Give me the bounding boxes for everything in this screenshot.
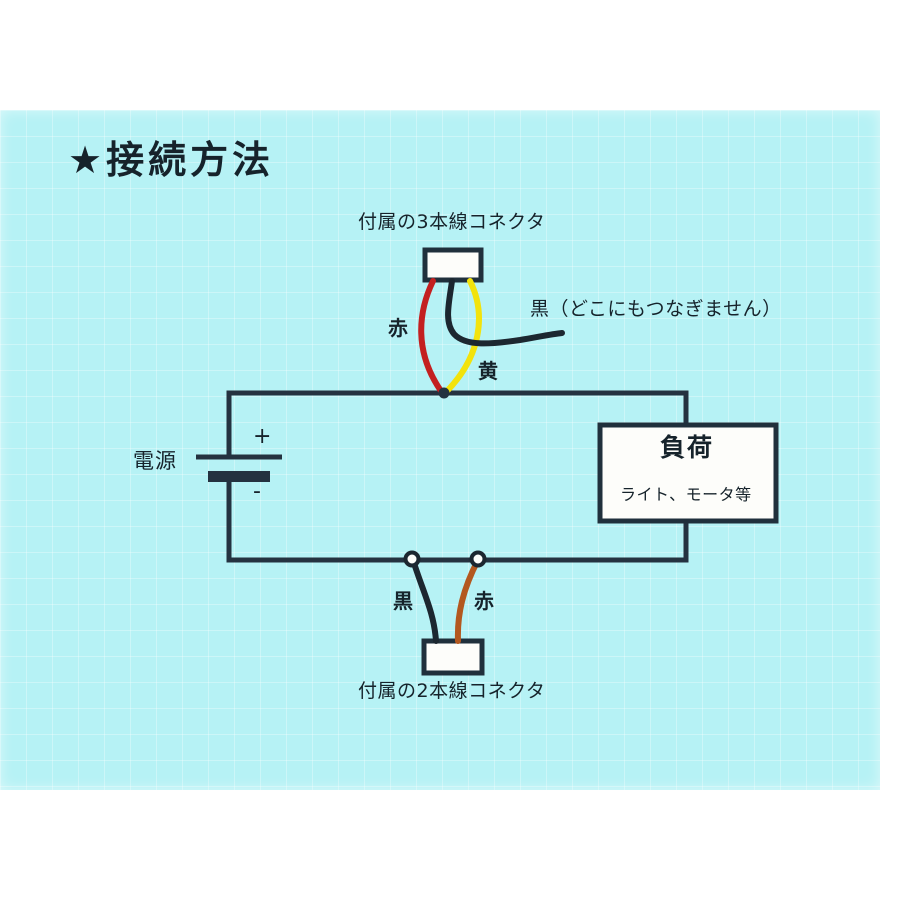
wire-yellow-top: [444, 278, 482, 394]
label-top-connector: 付属の3本線コネクタ: [358, 211, 546, 233]
junction-dot-top: [438, 387, 450, 399]
label-black-unconnected-note: 黒（どこにもつなぎません）: [530, 298, 782, 320]
label-wire-red-top: 赤: [388, 316, 408, 340]
page-title: ★接続方法: [68, 138, 275, 182]
wire-black-bottom: [410, 557, 439, 644]
battery-plate-negative: [208, 471, 270, 482]
label-wire-yellow-top: 黄: [478, 359, 498, 383]
label-wire-black-bottom: 黒: [393, 589, 413, 613]
terminal-dot-red: [469, 550, 487, 568]
bottom-connector-box: [421, 638, 485, 676]
circuit-loop: [226, 390, 689, 563]
label-battery-positive: +: [253, 424, 272, 449]
terminal-dot-black: [403, 550, 421, 568]
label-wire-red-bottom: 赤: [474, 589, 494, 613]
label-load-examples: ライト、モータ等: [620, 485, 752, 504]
wire-red-top: [418, 278, 444, 394]
label-bottom-connector: 付属の2本線コネクタ: [358, 680, 546, 702]
load-box: [597, 422, 779, 524]
wire-red-bottom: [454, 557, 481, 644]
label-load: 負荷: [660, 433, 715, 462]
wire-black-unconnected: [445, 278, 565, 347]
top-connector-box: [422, 247, 484, 283]
battery-symbol: [196, 454, 282, 482]
label-battery-negative: -: [253, 479, 261, 504]
label-power-source: 電源: [133, 449, 177, 473]
